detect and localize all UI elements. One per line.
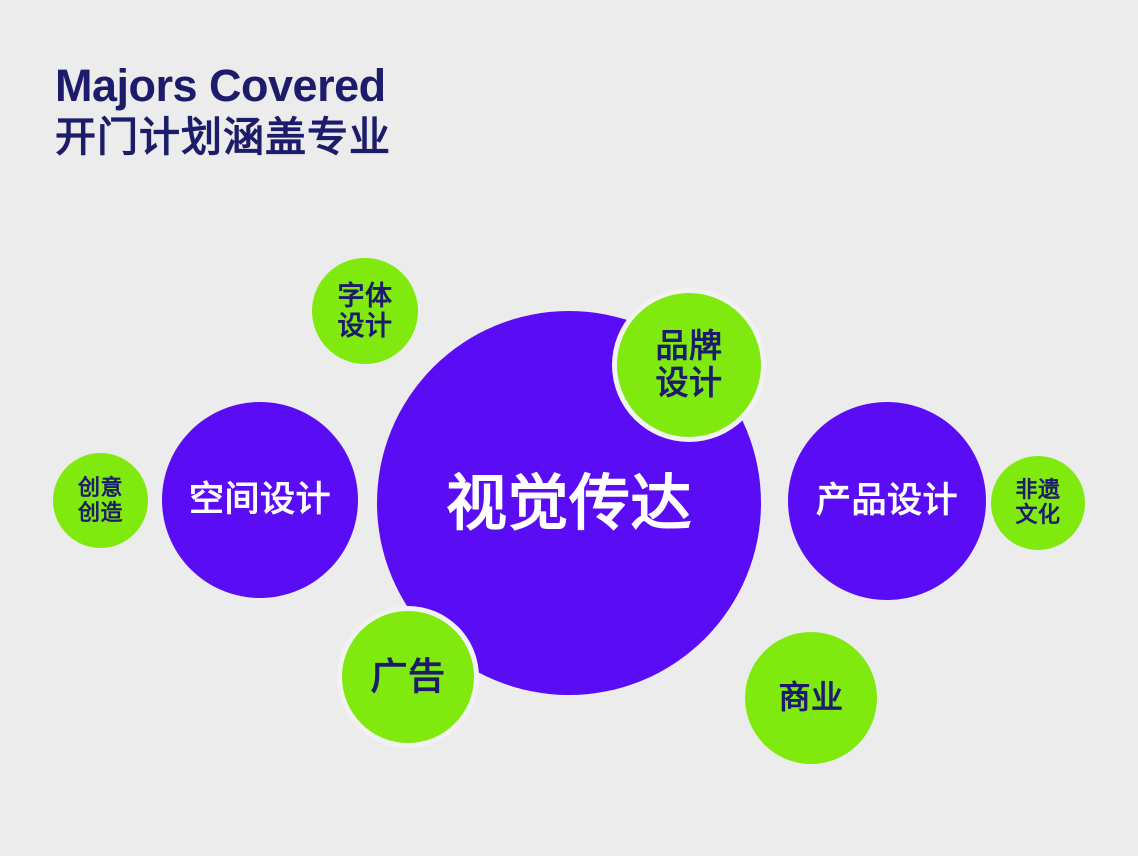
bubble-label-space-design: 空间设计 bbox=[188, 480, 331, 520]
bubble-advertising: 广告 bbox=[342, 611, 474, 743]
bubble-creative-creation: 创意 创造 bbox=[53, 453, 148, 548]
bubble-label-creative-creation: 创意 创造 bbox=[77, 474, 123, 525]
bubble-heritage-culture: 非遗 文化 bbox=[991, 456, 1085, 550]
bubble-label-visual-communication: 视觉传达 bbox=[445, 468, 692, 537]
bubble-space-design: 空间设计 bbox=[162, 402, 358, 598]
page-title: Majors Covered 开门计划涵盖专业 bbox=[55, 60, 391, 163]
bubble-typeface-design: 字体 设计 bbox=[312, 258, 418, 364]
bubble-label-advertising: 广告 bbox=[370, 656, 446, 698]
bubble-label-typeface-design: 字体 设计 bbox=[337, 280, 393, 341]
bubble-label-brand-design: 品牌 设计 bbox=[655, 327, 723, 401]
bubble-business: 商业 bbox=[745, 632, 877, 764]
bubble-brand-design: 品牌 设计 bbox=[617, 293, 761, 437]
title-chinese: 开门计划涵盖专业 bbox=[55, 113, 391, 160]
title-english: Majors Covered bbox=[55, 60, 386, 111]
bubble-label-business: 商业 bbox=[778, 679, 844, 716]
bubble-label-product-design: 产品设计 bbox=[815, 481, 958, 521]
bubble-product-design: 产品设计 bbox=[788, 402, 986, 600]
bubble-label-heritage-culture: 非遗 文化 bbox=[1015, 477, 1061, 527]
